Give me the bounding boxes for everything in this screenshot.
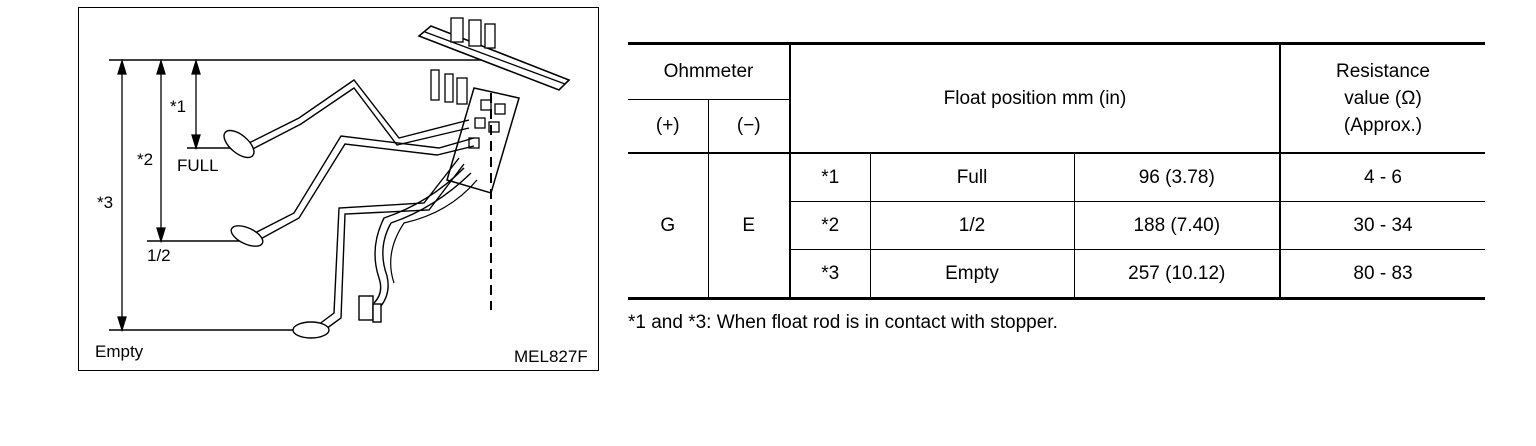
level-label-full: FULL — [177, 156, 219, 175]
level-label-half: 1/2 — [147, 246, 171, 265]
terminal-plus: G — [628, 152, 709, 299]
row-resistance: 30 - 34 — [1279, 201, 1485, 250]
header-resistance-line2: value (Ω) — [1344, 88, 1422, 109]
float-resistance-table: Ohmmeter Float position mm (in) Resistan… — [628, 42, 1485, 300]
row-position: Empty — [869, 249, 1075, 299]
footnote: *1 and *3: When float rod is in contact … — [628, 312, 1058, 333]
table-row: G E *1 Full 96 (3.78) 4 - 6 — [628, 152, 1485, 299]
table-row: *3 Empty 257 (10.12) 80 - 83 — [628, 249, 1485, 299]
header-resistance-line3: (Approx.) — [1343, 115, 1423, 136]
row-ref: *1 — [789, 152, 871, 202]
header-float-position: Float position mm (in) — [789, 43, 1281, 154]
level-label-empty: Empty — [95, 342, 144, 361]
dimension-label-3: *3 — [97, 193, 114, 212]
row-ref: *3 — [790, 249, 871, 299]
header-plus: (+) — [628, 99, 709, 154]
row-position: 1/2 — [869, 201, 1075, 250]
row-resistance: 80 - 83 — [1279, 249, 1485, 299]
row-resistance: 4 - 6 — [1279, 152, 1485, 202]
header-resistance-line1: Resistance — [1336, 61, 1430, 82]
figure-code: MEL827F — [514, 347, 588, 366]
header-ohmmeter: Ohmmeter — [628, 43, 791, 100]
dimension-label-1: *1 — [170, 97, 187, 116]
table-row: *2 1/2 188 (7.40) 30 - 34 — [628, 201, 1485, 250]
terminal-minus: E — [707, 152, 791, 299]
row-value: 188 (7.40) — [1073, 201, 1281, 250]
header-minus: (−) — [707, 99, 790, 154]
header-resistance: Resistance value (Ω) (Approx.) — [1279, 43, 1485, 154]
row-value: 96 (3.78) — [1073, 152, 1281, 202]
dimension-label-2: *2 — [137, 150, 154, 169]
sender-unit-drawing — [109, 17, 571, 339]
fuel-gauge-sender-diagram: *1 *2 *3 FULL 1/2 Empty MEL827F — [78, 7, 599, 371]
row-position: Full — [869, 152, 1075, 202]
row-value: 257 (10.12) — [1073, 249, 1281, 299]
row-ref: *2 — [790, 201, 871, 250]
